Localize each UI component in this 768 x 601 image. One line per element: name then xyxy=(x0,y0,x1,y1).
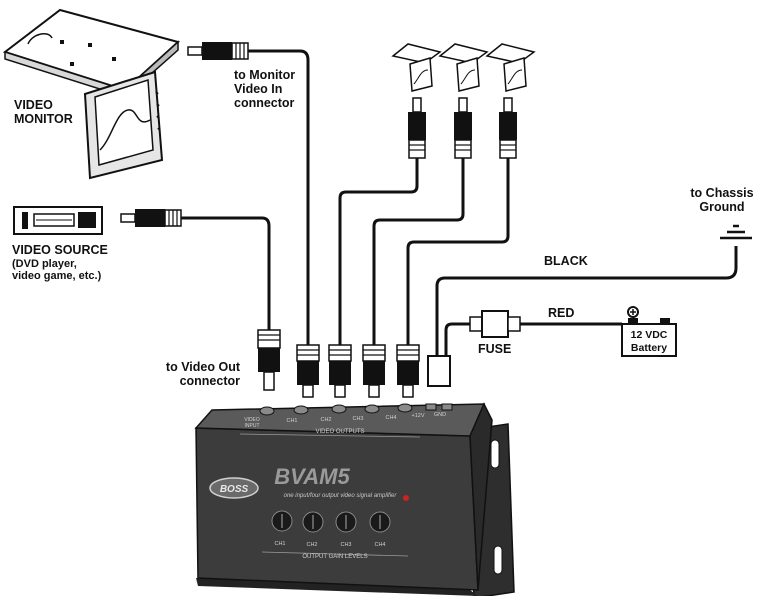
gain-knob-2 xyxy=(302,511,324,533)
small-monitor-3 xyxy=(485,43,536,92)
label-output-gain-levels: OUTPUT GAIN LEVELS xyxy=(302,554,367,560)
label-video-monitor-line-1: VIDEO xyxy=(14,98,53,112)
label-video-source-note: (DVD player, video game, etc.) xyxy=(12,258,101,282)
bottom-rca-plugs xyxy=(257,329,451,398)
label-chassis-ground-line-2: Ground xyxy=(699,200,745,214)
label-monitor-connector-line-2: Video In xyxy=(234,82,283,96)
label-video-out-connector: to Video Out connector xyxy=(140,360,240,388)
cables xyxy=(181,49,738,356)
knob-label-3: CH3 xyxy=(340,542,351,548)
fuse-icon xyxy=(469,310,521,338)
video-monitor-illustration xyxy=(2,8,181,180)
gain-knobs xyxy=(271,510,391,533)
top-channel-2: CH2 xyxy=(320,417,331,423)
label-video-source: VIDEO SOURCE xyxy=(12,243,108,257)
gain-knob-3 xyxy=(335,511,357,533)
label-chassis-ground: to Chassis Ground xyxy=(672,186,768,214)
cable-output-2 xyxy=(372,158,465,345)
rca-plug-top-2 xyxy=(454,97,472,159)
cable-output-3 xyxy=(406,158,510,345)
label-chassis-ground-line-1: to Chassis xyxy=(690,186,754,200)
label-monitor-connector: to Monitor Video In connector xyxy=(234,68,295,110)
top-channel-4: CH4 xyxy=(385,415,396,421)
cable-source xyxy=(181,216,271,330)
gain-knob-1 xyxy=(271,510,293,532)
top-channel-3: CH3 xyxy=(352,416,363,422)
rca-plug-out-1 xyxy=(296,344,320,398)
power-connector xyxy=(427,355,451,387)
small-monitors xyxy=(391,43,536,92)
small-monitor-2 xyxy=(438,43,489,92)
device-subtitle: one input/four output video signal ampli… xyxy=(284,493,398,499)
cable-monitor xyxy=(248,49,310,345)
battery-label-line-1: 12 VDC xyxy=(631,329,668,341)
knob-label-2: CH2 xyxy=(306,542,317,548)
top-channel-1: CH1 xyxy=(286,418,297,424)
power-terminal-12v: +12V xyxy=(412,413,425,419)
label-black-wire: BLACK xyxy=(544,254,588,268)
rca-plug-top-3 xyxy=(499,97,517,159)
knob-label-1: CH1 xyxy=(274,541,285,547)
label-fuse: FUSE xyxy=(478,342,512,356)
gain-knob-4 xyxy=(369,511,391,533)
label-video-monitor-line-2: MONITOR xyxy=(14,112,73,126)
power-terminal-gnd: GND xyxy=(434,412,446,418)
video-source-illustration xyxy=(13,206,103,235)
label-monitor-connector-line-1: to Monitor xyxy=(234,68,296,82)
label-video-out-connector-line-2: connector xyxy=(179,374,240,388)
rca-plug-out-3 xyxy=(362,344,386,398)
label-video-out-connector-line-1: to Video Out xyxy=(165,360,240,374)
cable-power xyxy=(444,322,470,356)
top-rca-plugs xyxy=(408,97,517,159)
label-video-source-note-line-1: (DVD player, xyxy=(12,258,77,270)
label-video-input-1: VIDEO xyxy=(244,417,260,423)
knob-label-4: CH4 xyxy=(374,542,385,548)
rca-plug-out-2 xyxy=(328,344,352,398)
rca-plug-input xyxy=(257,329,281,391)
label-video-monitor: VIDEO MONITOR xyxy=(14,98,73,126)
battery-icon xyxy=(621,306,677,357)
amplifier-device: BOSS BVAM5 one input/four output video s… xyxy=(194,402,515,599)
rca-plug-top-1 xyxy=(408,97,426,159)
battery-label-line-2: Battery xyxy=(631,342,667,354)
label-monitor-connector-line-3: connector xyxy=(234,96,295,110)
label-red-wire: RED xyxy=(548,306,575,320)
cable-ground xyxy=(435,246,738,356)
device-model: BVAM5 xyxy=(274,464,350,489)
small-monitor-1 xyxy=(391,43,442,92)
rca-plug-monitor xyxy=(187,42,249,60)
ground-symbol xyxy=(720,224,752,240)
label-video-outputs: VIDEO OUTPUTS xyxy=(315,429,364,435)
label-video-source-note-line-2: video game, etc.) xyxy=(12,270,102,282)
cable-output-1 xyxy=(338,158,419,345)
rca-plug-out-4 xyxy=(396,344,420,398)
rca-plug-source xyxy=(120,209,182,227)
device-brand: BOSS xyxy=(220,484,249,495)
label-video-input-2: INPUT xyxy=(245,423,260,429)
